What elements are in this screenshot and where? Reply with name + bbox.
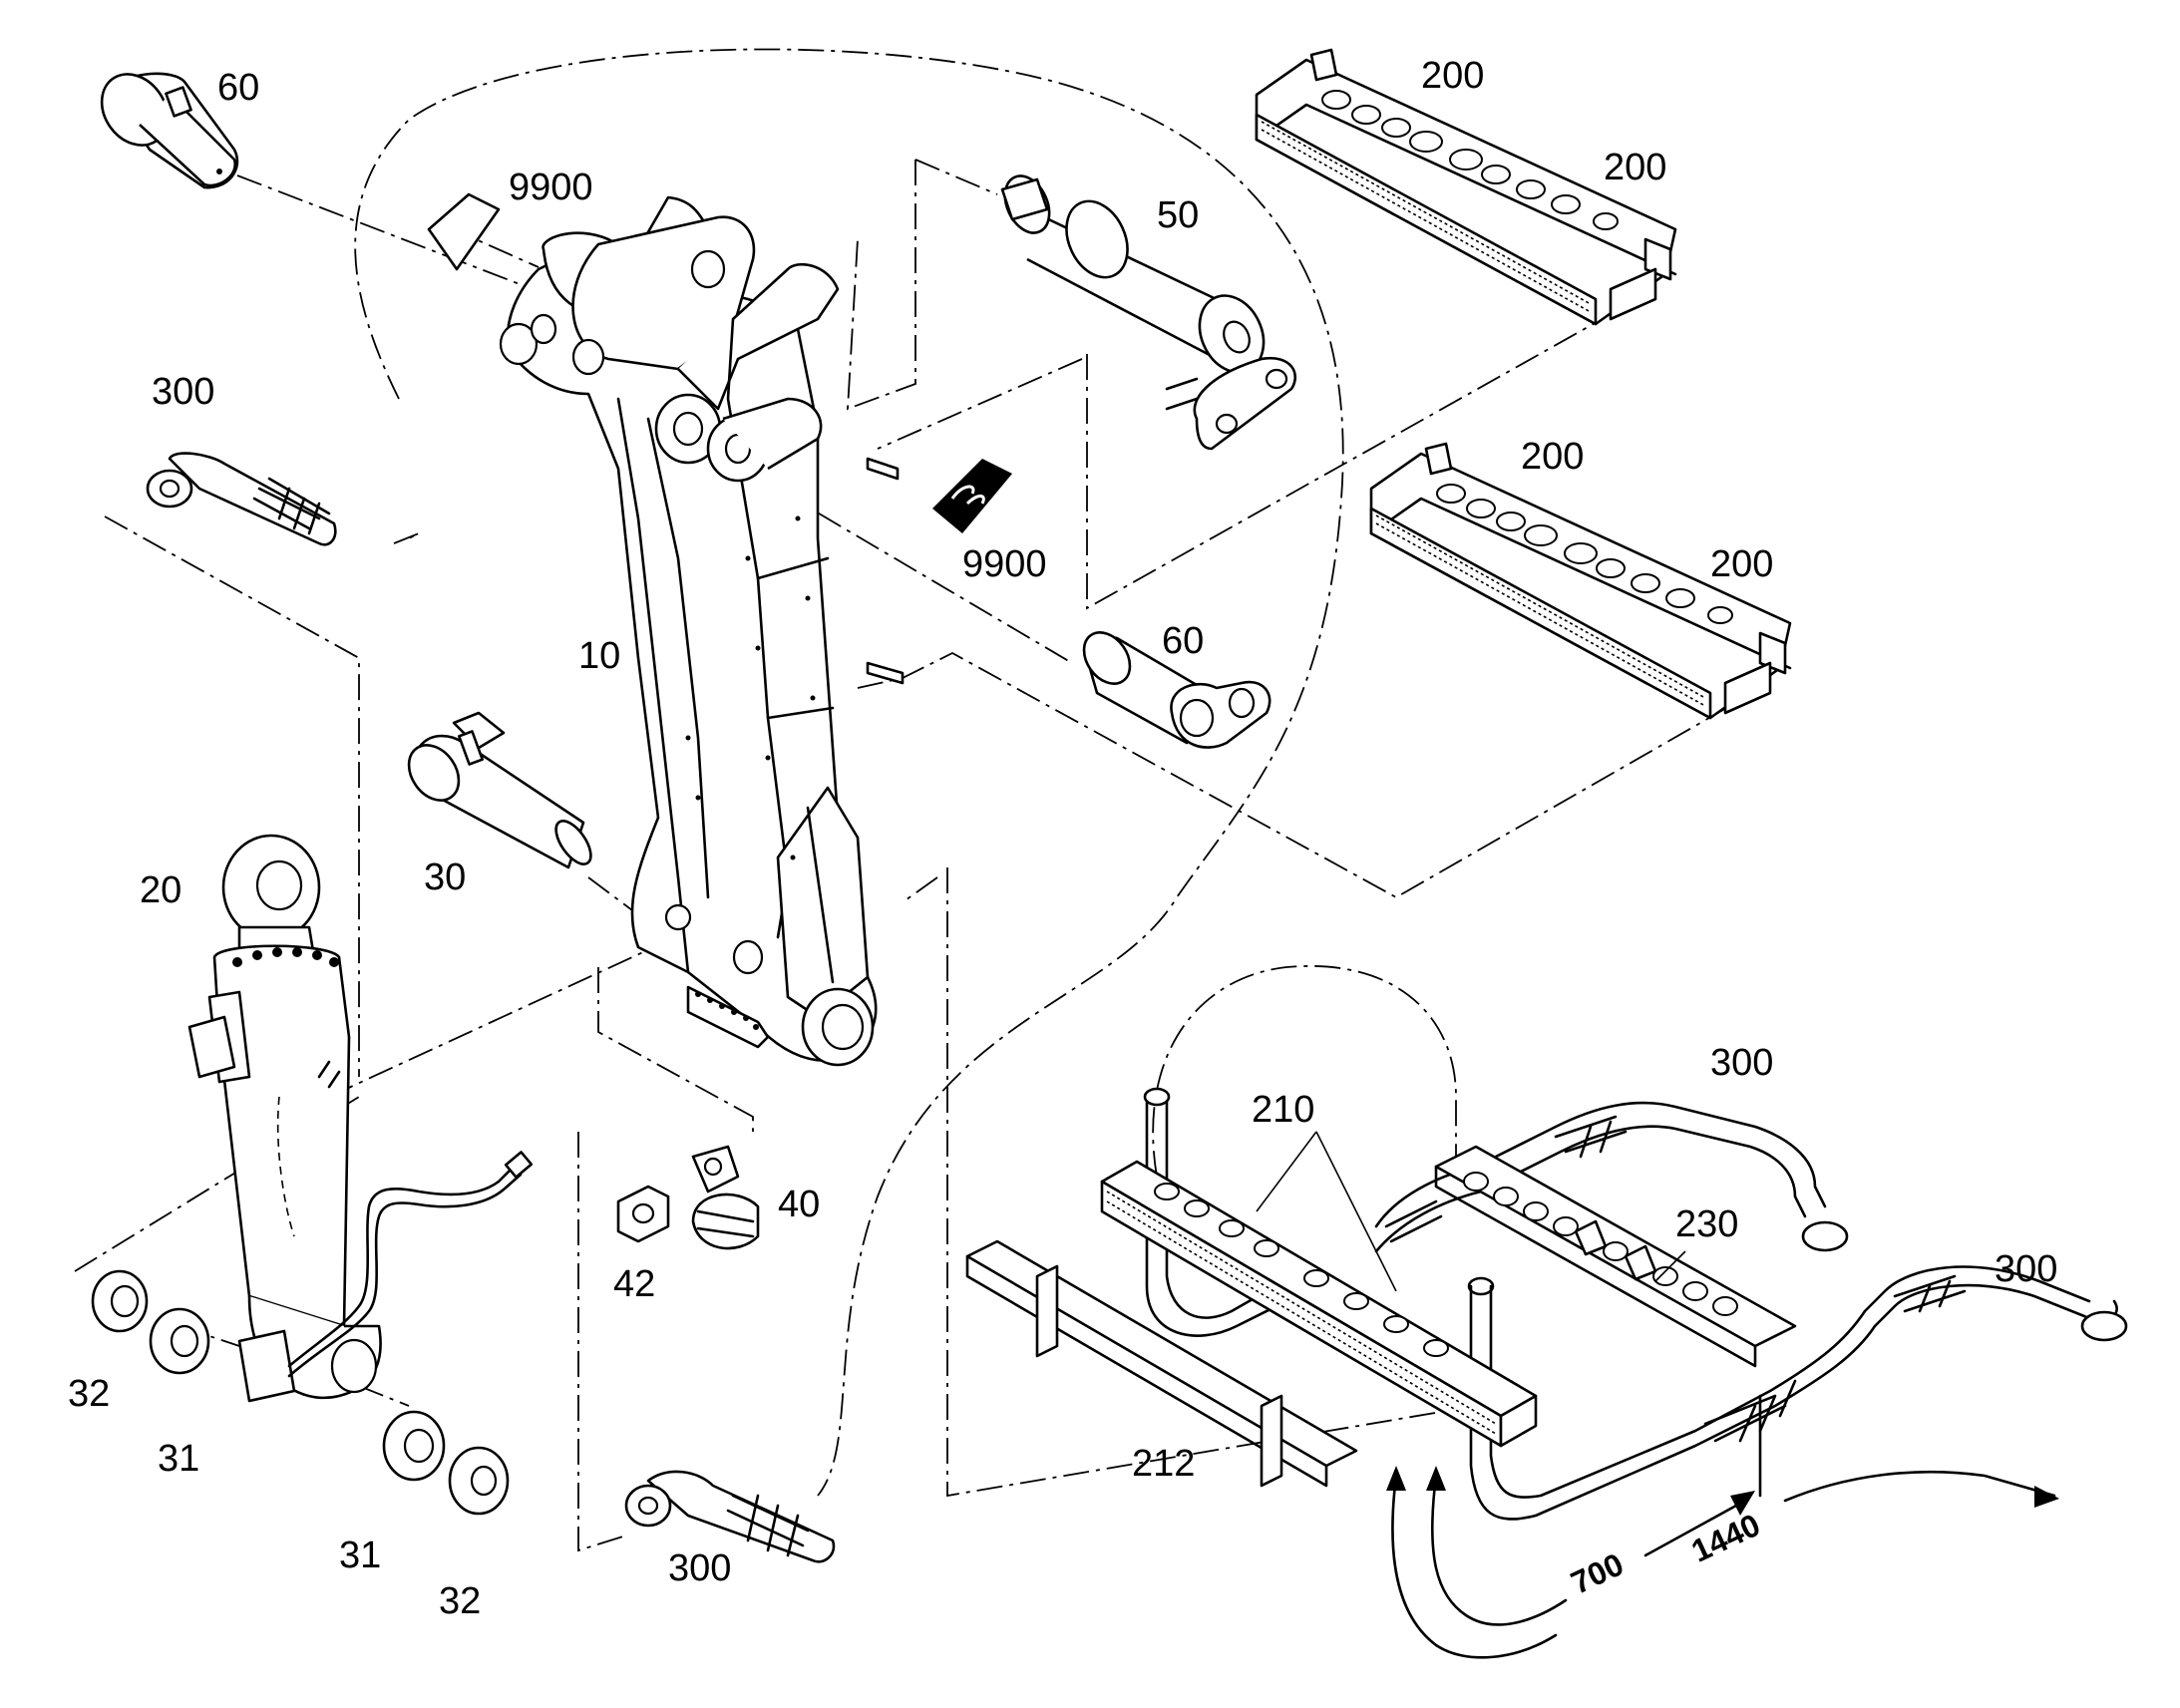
callout-210: 210 [1252, 1089, 1314, 1131]
callout-9900-top: 9900 [509, 167, 593, 208]
label-sticker-9900-plain [427, 192, 501, 271]
dimension-700: 700 [1566, 1545, 1630, 1600]
callout-31-left: 31 [158, 1438, 199, 1480]
connector-bar-230 [1434, 1145, 1797, 1368]
pin-50 [1000, 174, 1297, 451]
callout-60-top: 60 [217, 67, 259, 109]
connector-bar-200-top [1255, 48, 1677, 326]
callout-300-top-left: 300 [152, 371, 214, 413]
callout-200-d: 200 [1710, 543, 1773, 585]
label-sticker-9900-dark [932, 459, 1012, 533]
clamp-40-nut-42 [616, 1145, 760, 1250]
callout-200-c: 200 [1521, 436, 1584, 478]
callout-212: 212 [1132, 1443, 1195, 1485]
callout-9900-dark: 9900 [962, 543, 1047, 585]
connector-bar-210 [1100, 1160, 1538, 1448]
hose-loop [1143, 1087, 2128, 1521]
dimension-lines [1386, 1394, 2059, 1659]
callout-31-right: 31 [339, 1535, 381, 1576]
dimension-labels: 700 1440 [1566, 1507, 1766, 1601]
callout-300-right-top: 300 [1710, 1042, 1773, 1084]
callout-40: 40 [778, 1184, 820, 1225]
callout-300-right-bottom: 300 [1995, 1248, 2057, 1290]
callout-42: 42 [613, 1263, 655, 1305]
callout-32-left: 32 [68, 1373, 110, 1415]
callout-20: 20 [140, 869, 182, 911]
washers-31-32 [91, 1269, 510, 1516]
cylinder-20 [187, 834, 382, 1403]
pin-60-right [1082, 631, 1272, 749]
hose-300-top-left [146, 452, 337, 546]
callout-50: 50 [1157, 194, 1199, 236]
callout-10: 10 [578, 635, 620, 677]
boom-arm-10 [499, 195, 905, 1067]
callout-30: 30 [424, 856, 466, 898]
callout-200-b: 200 [1604, 147, 1666, 188]
pin-30 [407, 711, 592, 869]
dimension-1440: 1440 [1686, 1507, 1766, 1569]
callout-230: 230 [1675, 1203, 1738, 1245]
callout-labels: 60 9900 50 200 200 200 200 300 9900 10 6… [68, 55, 2057, 1622]
hose-300-bottom [624, 1470, 836, 1563]
pin-60-top [100, 72, 239, 189]
callout-32-right: 32 [439, 1580, 481, 1622]
callout-60-right: 60 [1162, 620, 1204, 662]
callout-200-a: 200 [1421, 55, 1484, 97]
connector-bar-200-mid [1369, 442, 1792, 720]
cylinder-pipe [287, 1151, 534, 1378]
callout-300-bottom: 300 [668, 1547, 731, 1589]
bracket-212 [965, 1239, 1358, 1488]
